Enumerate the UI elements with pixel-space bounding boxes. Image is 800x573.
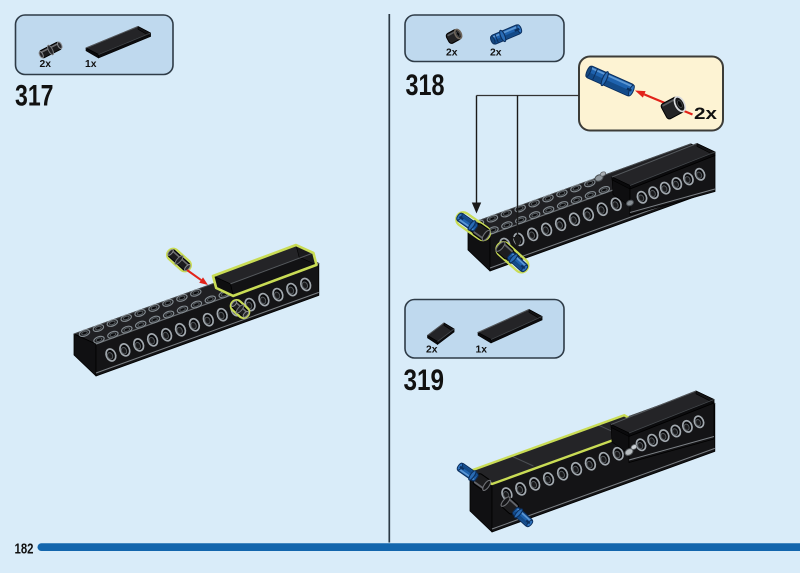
svg-text:318: 318 — [406, 69, 445, 102]
svg-text:2x: 2x — [426, 344, 438, 356]
svg-text:2x: 2x — [446, 47, 458, 59]
svg-text:182: 182 — [15, 542, 34, 558]
svg-text:319: 319 — [404, 364, 445, 397]
svg-text:317: 317 — [15, 80, 54, 113]
svg-text:2x: 2x — [40, 58, 52, 70]
svg-text:2x: 2x — [490, 47, 502, 59]
svg-text:2x: 2x — [694, 104, 718, 123]
svg-text:1x: 1x — [85, 58, 97, 70]
svg-text:1x: 1x — [476, 344, 488, 356]
